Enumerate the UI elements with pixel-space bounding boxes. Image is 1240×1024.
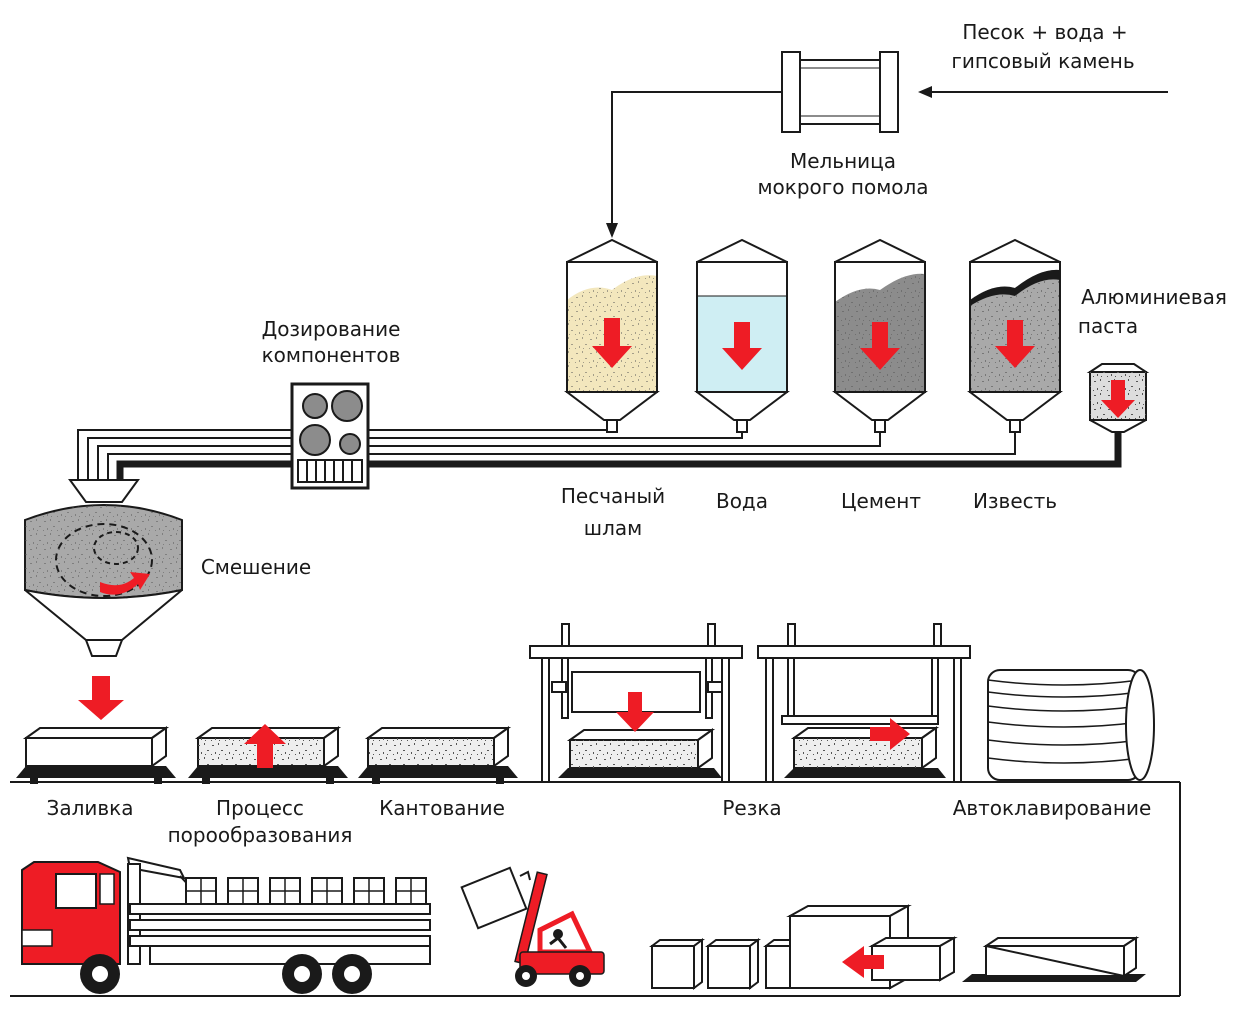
input-label-line1: Песок + вода + <box>962 20 1127 44</box>
station-cutting-1 <box>529 623 743 783</box>
station-pouring <box>16 726 176 784</box>
silo-cement <box>832 238 928 433</box>
water-label: Вода <box>716 489 768 513</box>
mill-label-line1: Мельница <box>790 149 896 173</box>
mill-label-line2: мокрого помола <box>757 175 928 199</box>
dosing-label-line2: компонентов <box>262 343 401 367</box>
silo-lime <box>967 238 1063 433</box>
mixing-label: Смешение <box>201 555 311 579</box>
foaming-label-line1: Процесс <box>216 796 304 820</box>
lime-label: Известь <box>973 489 1057 513</box>
station-foaming <box>188 724 348 784</box>
dosing-label-line1: Дозирование <box>262 317 401 341</box>
silo-water <box>694 238 790 433</box>
sand-label-line2: шлам <box>584 516 642 540</box>
input-arrow <box>918 86 1168 98</box>
cement-label: Цемент <box>841 489 921 513</box>
dosing-unit <box>290 382 370 490</box>
mixer <box>24 479 183 657</box>
aluminum-label-line2: паста <box>1078 314 1138 338</box>
mill-to-silo-arrow <box>606 91 782 238</box>
aluminum-label-line1: Алюминиевая <box>1081 285 1227 309</box>
pouring-label: Заливка <box>47 796 134 820</box>
aluminum-paste-hopper <box>1086 363 1150 433</box>
silo-sand-slurry <box>564 238 660 433</box>
foaming-label-line2: порообразования <box>168 823 353 847</box>
forklift <box>460 866 605 987</box>
station-cutting-2 <box>757 623 971 783</box>
pipe-bundle <box>77 429 1122 480</box>
input-label-line2: гипсовый камень <box>951 49 1134 73</box>
delivery-truck <box>21 856 431 994</box>
cutting-label: Резка <box>722 796 781 820</box>
sand-label-line1: Песчаный <box>561 484 665 508</box>
warehouse-frame <box>10 781 1181 997</box>
pour-arrow <box>78 676 124 720</box>
finished-blocks <box>649 904 1146 990</box>
tilting-label: Кантование <box>379 796 505 820</box>
autoclave-label: Автоклавирование <box>953 796 1152 820</box>
station-tilting <box>358 726 518 784</box>
station-autoclave <box>987 669 1155 781</box>
wet-mill <box>781 51 899 133</box>
